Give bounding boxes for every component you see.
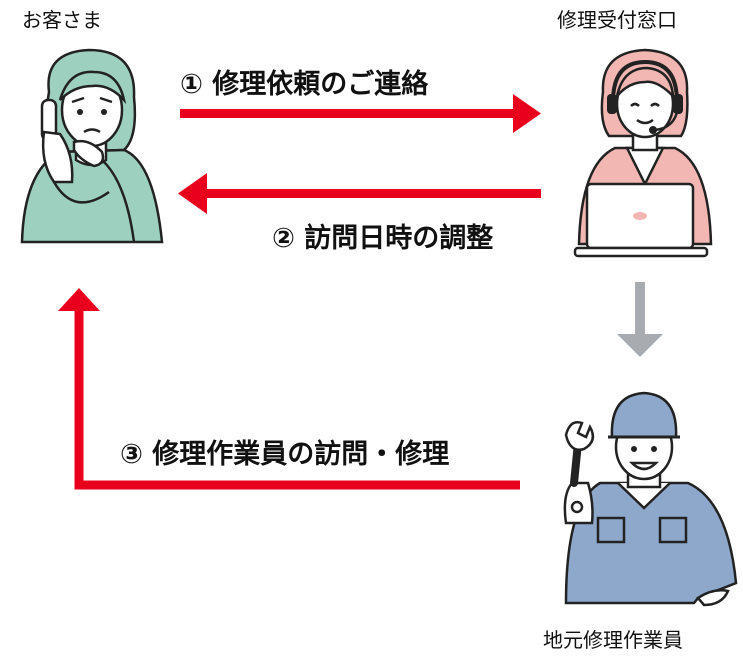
operator-with-headset-laptop-icon — [573, 48, 713, 258]
step-1-number: ① — [180, 69, 203, 100]
technician-with-wrench-icon — [563, 391, 738, 607]
technician-label: 地元修理作業員 — [543, 628, 683, 652]
arrow-dispatch — [617, 282, 663, 357]
call-center-label: 修理受付窓口 — [557, 8, 677, 32]
arrow-step-2 — [178, 173, 541, 214]
step-2-label: ② 訪問日時の調整 — [272, 216, 493, 255]
worried-woman-on-phone-icon — [20, 48, 164, 244]
step-3-number: ③ — [120, 439, 143, 470]
step-1-label: ① 修理依頼のご連絡 — [180, 62, 428, 101]
step-2-text: 訪問日時の調整 — [304, 223, 494, 254]
step-2-number: ② — [272, 223, 295, 254]
customer-label: お客さま — [22, 8, 102, 32]
arrow-step-3 — [58, 288, 520, 490]
step-3-text: 修理作業員の訪問・修理 — [152, 439, 450, 470]
arrow-step-1 — [180, 94, 541, 133]
step-1-text: 修理依頼のご連絡 — [212, 69, 429, 100]
step-3-label: ③ 修理作業員の訪問・修理 — [120, 432, 449, 471]
